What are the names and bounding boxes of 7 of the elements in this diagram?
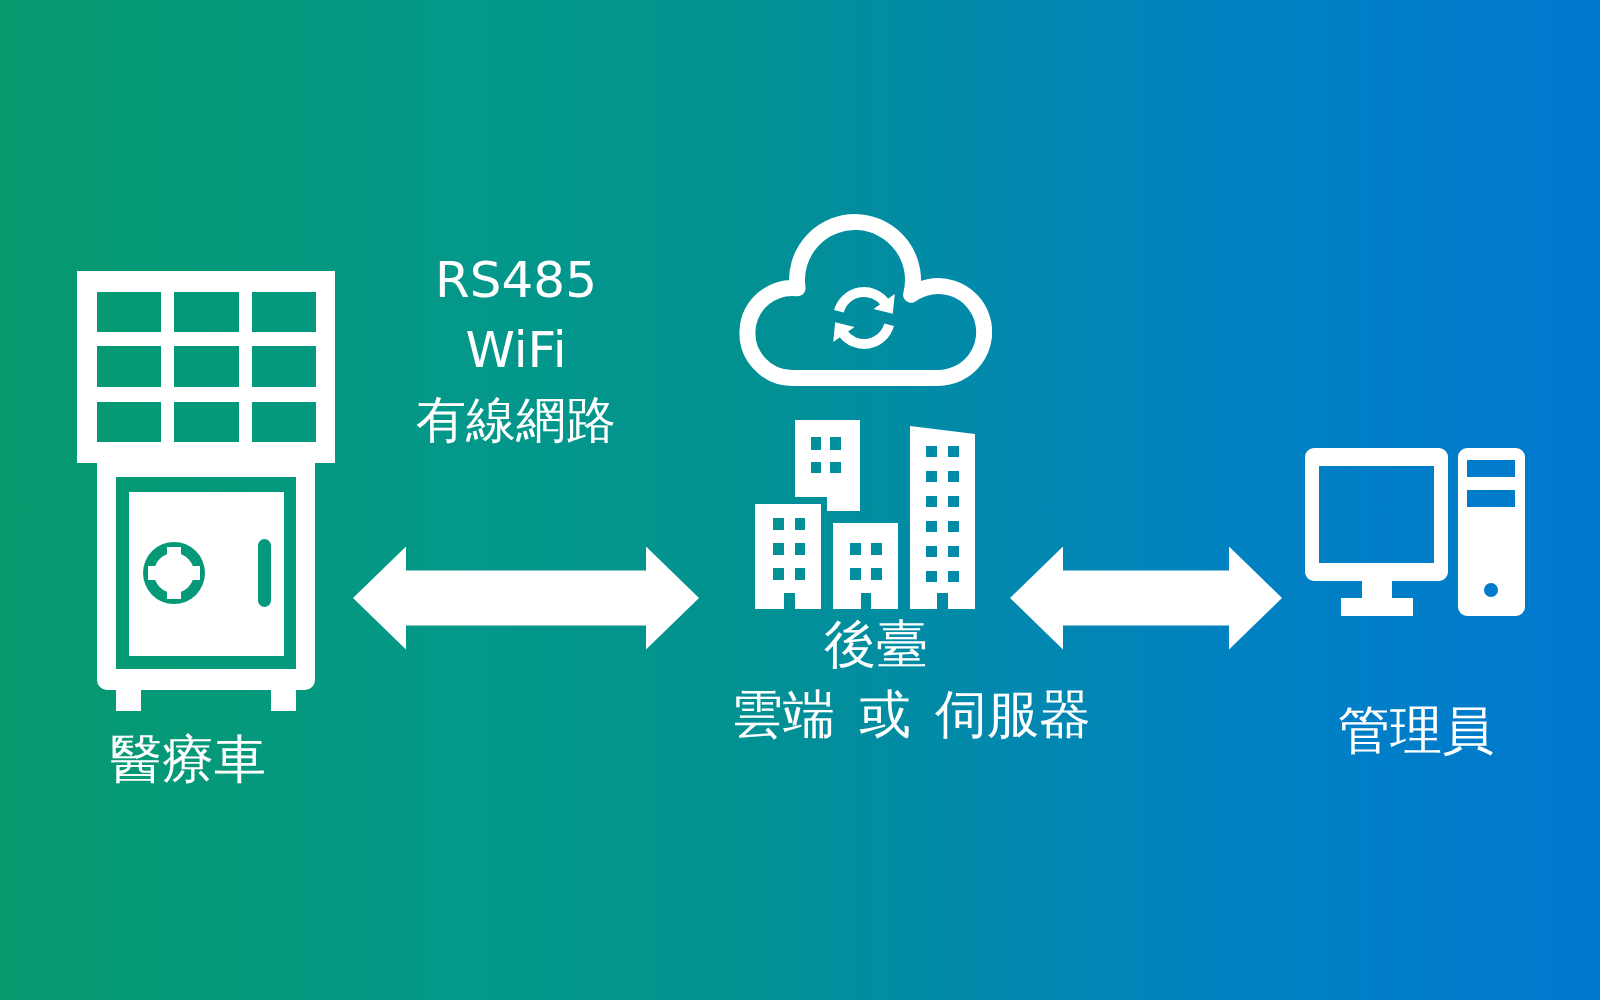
node-label: 雲端 或 伺服器	[730, 688, 1092, 740]
node-label: 管理員	[1337, 704, 1494, 756]
edge-label: RS485 WiFi 有線網路	[415, 250, 617, 451]
double-arrow	[1010, 546, 1282, 650]
double-arrow	[353, 546, 699, 650]
node-label: 醫療車	[109, 733, 266, 785]
node-label: 後臺	[824, 618, 928, 670]
